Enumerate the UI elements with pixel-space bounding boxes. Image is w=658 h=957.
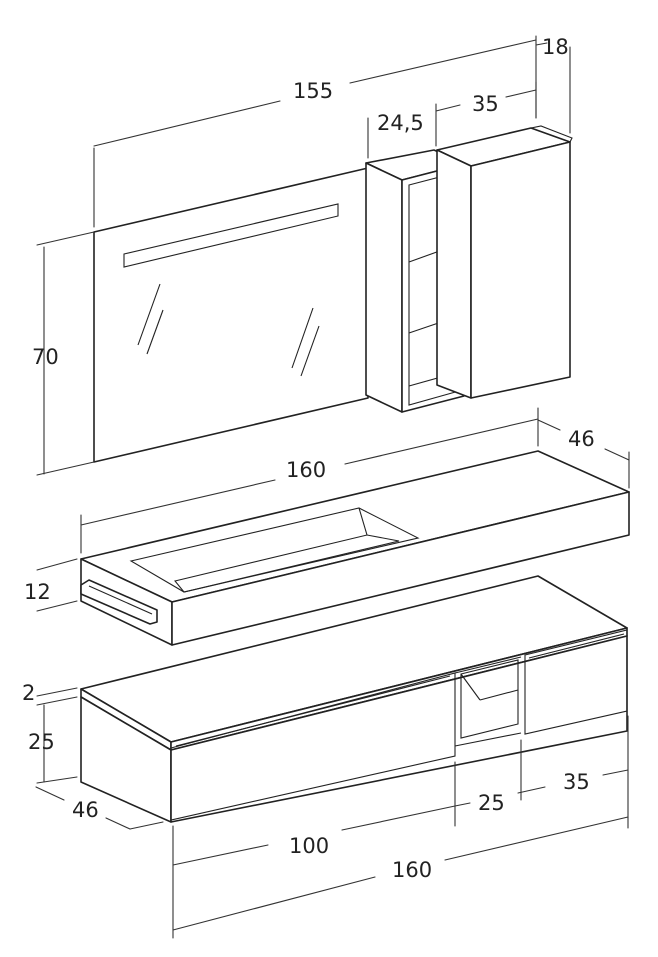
base-unit [80, 575, 628, 823]
label-washbasin-width: 160 [286, 458, 326, 482]
label-washbasin-thickness: 12 [24, 580, 51, 604]
label-washbasin-depth: 46 [568, 427, 595, 451]
dimension-lines [35, 35, 630, 939]
label-base-unit-total-width: 160 [392, 858, 432, 882]
label-mirror-cabinet-depth: 18 [542, 35, 569, 59]
label-mirror-cabinet-width: 155 [293, 79, 333, 103]
label-open-shelf-width: 24,5 [377, 111, 424, 135]
label-drawer-large-width: 100 [289, 834, 329, 858]
wall-cabinet [436, 125, 573, 399]
mirror [93, 167, 369, 463]
label-base-unit-depth: 46 [72, 798, 99, 822]
label-drawer-small-width: 35 [563, 770, 590, 794]
label-wall-cabinet-width: 35 [472, 92, 499, 116]
label-open-compartment-width: 25 [478, 791, 505, 815]
label-base-top-thickness: 2 [22, 681, 35, 705]
label-mirror-height: 70 [32, 345, 59, 369]
label-base-unit-height: 25 [28, 730, 55, 754]
washbasin [80, 450, 630, 646]
